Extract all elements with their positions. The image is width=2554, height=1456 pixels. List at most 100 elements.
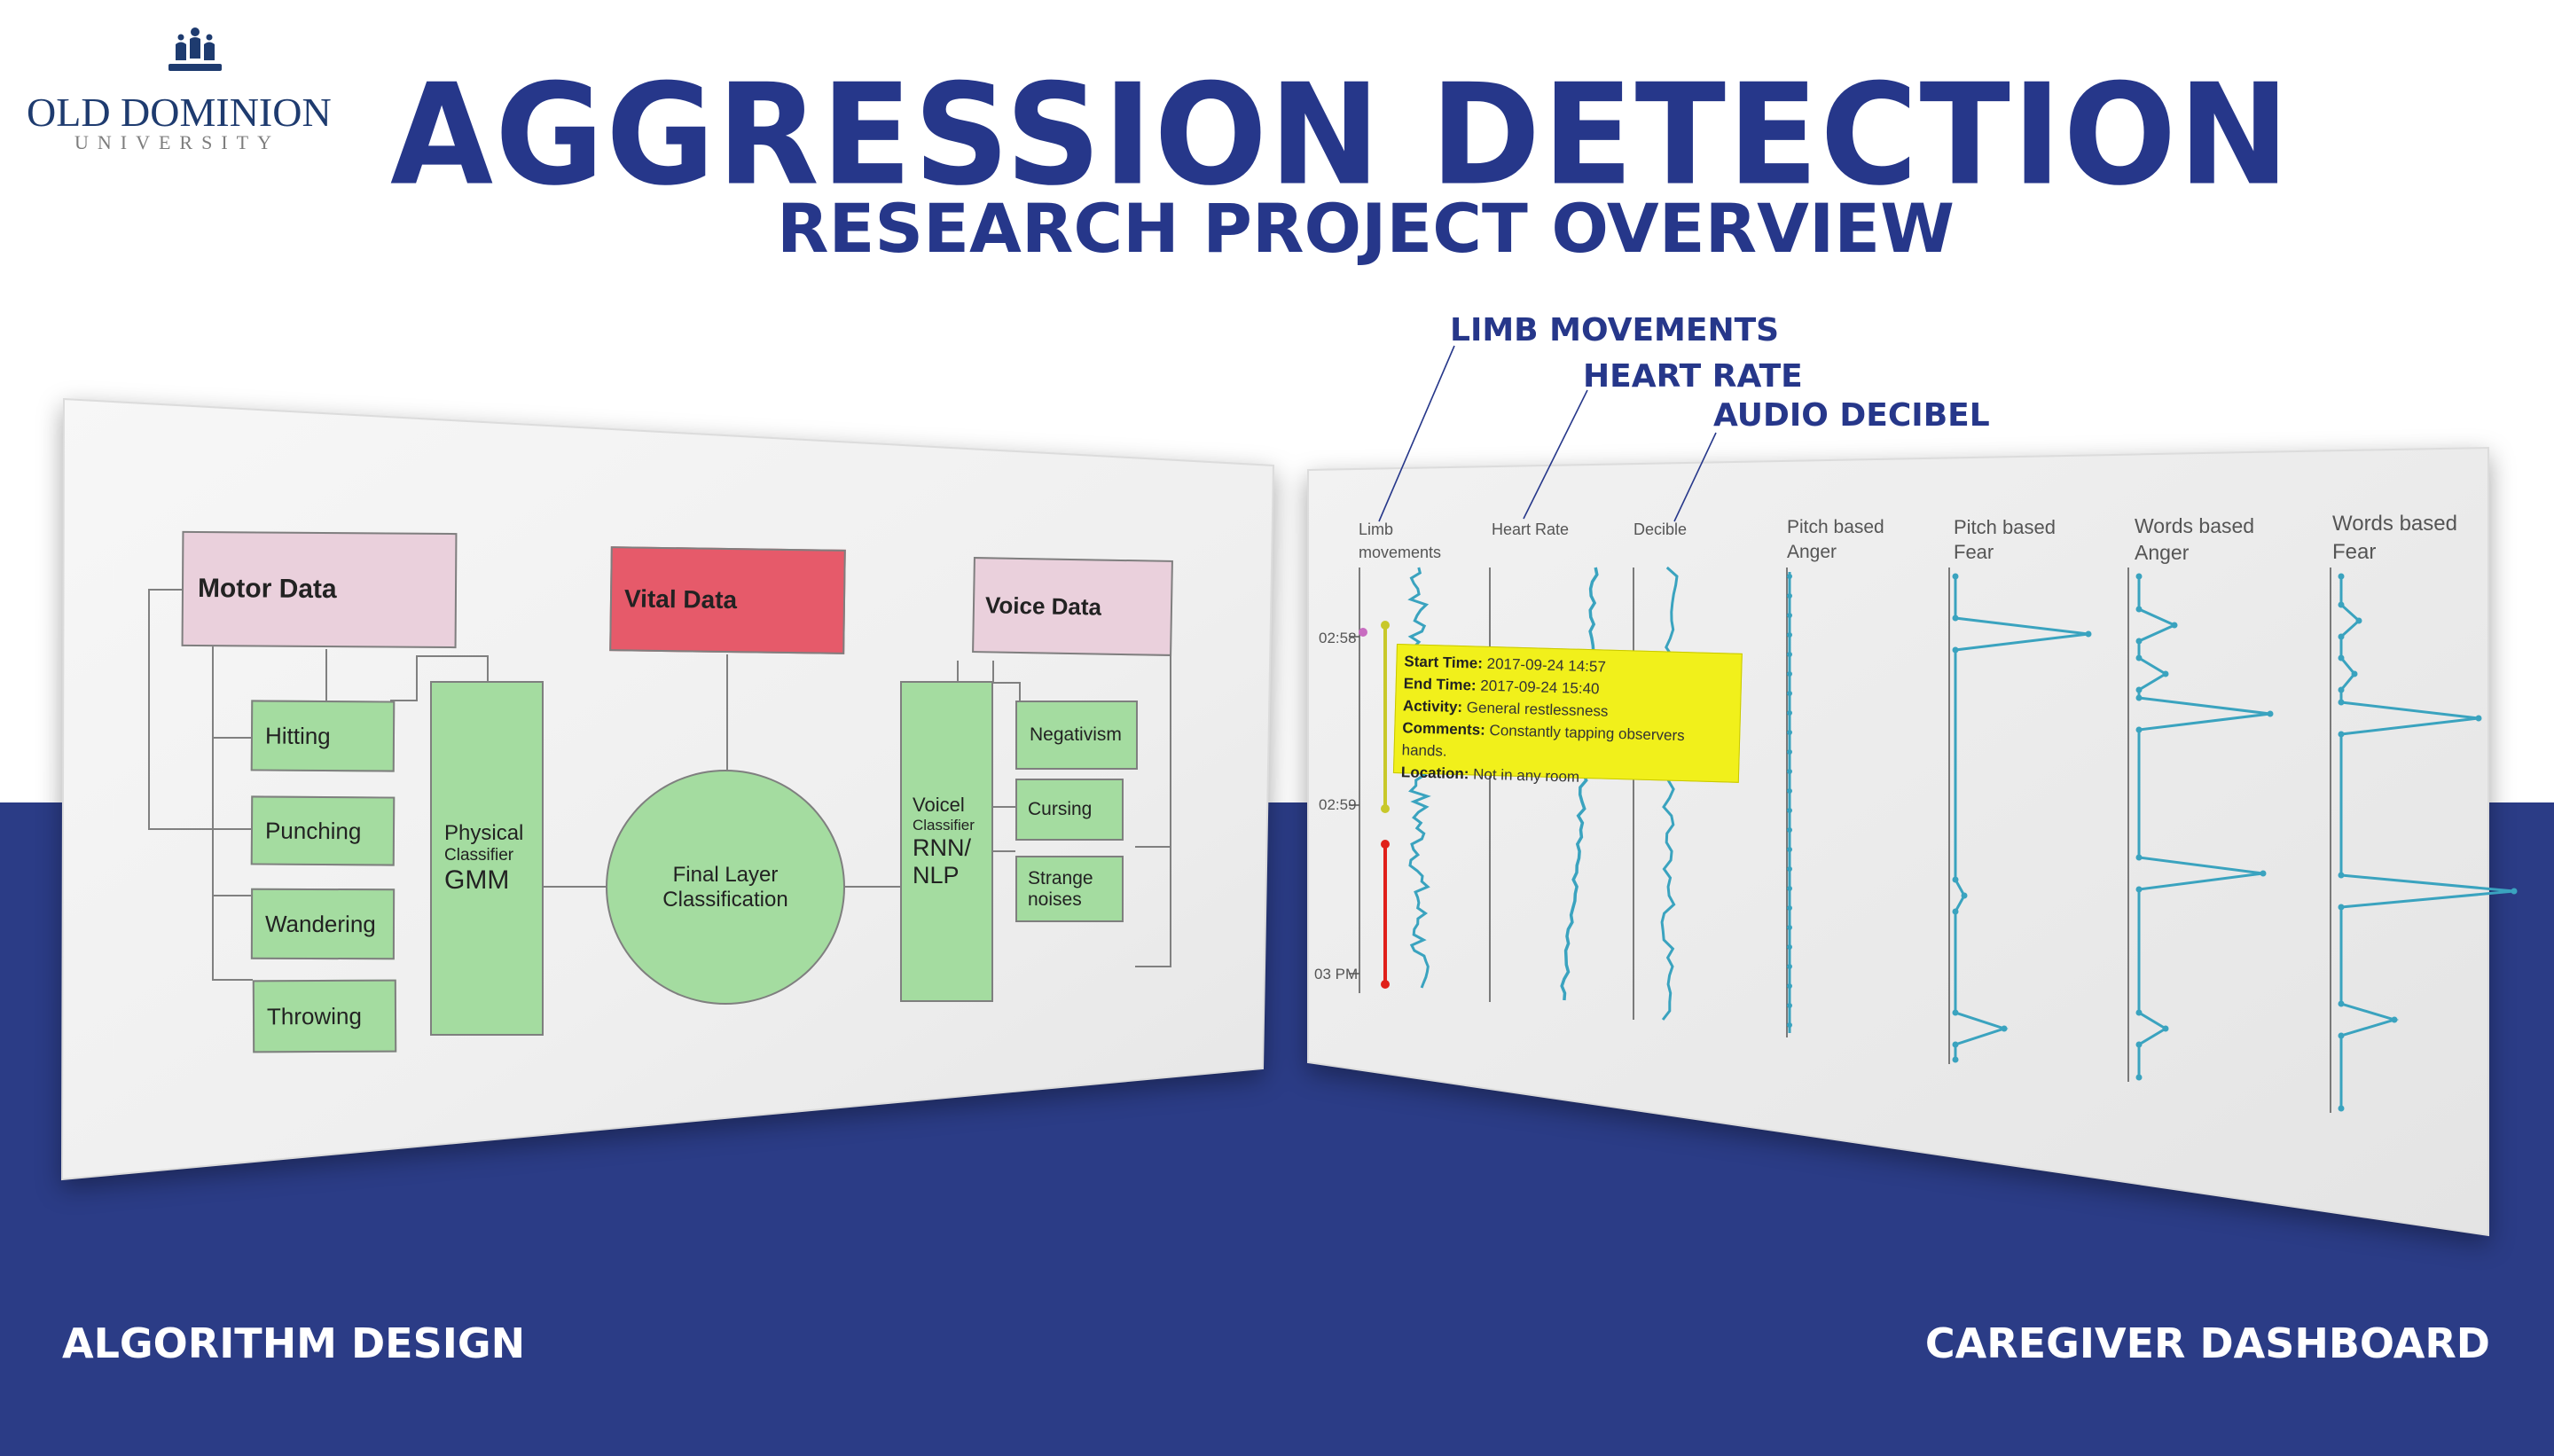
page-title: AGGRESSION DETECTION — [390, 54, 2292, 217]
words-anger-trace-point — [2260, 870, 2267, 877]
pitch-anger-point — [1787, 710, 1792, 716]
pitch-fear-trace-point — [2085, 630, 2092, 638]
words-anger-trace-point — [2135, 854, 2143, 861]
words-fear-trace-point — [2338, 573, 2345, 580]
algorithm-design-label: ALGORITHM DESIGN — [62, 1319, 526, 1367]
page-subtitle: RESEARCH PROJECT OVERVIEW — [776, 189, 1955, 268]
pitch-anger-point — [1787, 944, 1792, 950]
event-tooltip: Start Time: 2017-09-24 14:57 End Time: 2… — [1392, 644, 1743, 786]
pitch-anger-point — [1787, 886, 1792, 891]
words-fear-trace-point — [2338, 654, 2345, 661]
pitch-fear-trace-point — [1952, 646, 1959, 654]
voicel-label: Voicel — [913, 794, 965, 816]
crown-icon — [168, 27, 222, 71]
university-logo: OLD DOMINION UNIVERSITY — [27, 27, 332, 160]
cursing-node: Cursing — [1015, 779, 1124, 841]
event-red-start — [1381, 840, 1390, 849]
words-anger-trace-point — [2135, 573, 2143, 580]
logo-subtitle: UNIVERSITY — [74, 131, 280, 153]
pitch-fear-trace-point — [1952, 573, 1959, 580]
words-anger-trace-point — [2135, 638, 2143, 645]
voice-classifier-node: Voicel Classifier RNN/ NLP — [900, 681, 993, 1002]
tooltip-location-value: Not in any room — [1472, 765, 1580, 786]
pitch-anger-point — [1787, 788, 1792, 794]
event-yellow-end — [1381, 804, 1390, 813]
pitch-fear-trace-point — [1952, 1009, 1959, 1016]
event-pink-marker — [1359, 628, 1367, 637]
tooltip-activity-label: Activity: — [1402, 697, 1463, 716]
pitch-anger-point — [1787, 574, 1792, 579]
words-anger-trace — [2137, 576, 2271, 1077]
pitch-fear-trace-point — [1961, 892, 1968, 899]
pitch-anger-point — [1787, 613, 1792, 618]
tooltip-end-label: End Time: — [1403, 675, 1477, 694]
pitch-anger-point — [1787, 866, 1792, 872]
pitch-fear-trace-point — [1952, 614, 1959, 622]
col-pitch-anger-label-1: Pitch based — [1787, 517, 1884, 537]
words-fear-trace-point — [2391, 1016, 2398, 1023]
words-anger-trace-point — [2162, 1025, 2169, 1032]
words-fear-trace-point — [2338, 633, 2345, 640]
pitch-anger-point — [1787, 1003, 1792, 1008]
words-fear-trace-point — [2475, 715, 2482, 722]
words-fear-trace-point — [2338, 1000, 2345, 1007]
tooltip-comments-label: Comments: — [1402, 719, 1486, 739]
words-fear-trace-point — [2338, 686, 2345, 693]
words-fear-trace-point — [2338, 1105, 2345, 1112]
col-pitch-fear-label-2: Fear — [1954, 541, 1994, 563]
words-fear-trace-point — [2338, 601, 2345, 608]
col-limb-label-2: movements — [1359, 544, 1442, 561]
col-words-anger-label-1: Words based — [2135, 514, 2255, 537]
pitch-fear-trace-point — [1952, 876, 1959, 883]
event-yellow-start — [1381, 621, 1390, 630]
limb-movement-trace — [1407, 567, 1432, 989]
caregiver-dashboard-label: CAREGIVER DASHBOARD — [1924, 1319, 2490, 1367]
tooltip-start-label: Start Time: — [1404, 653, 1484, 672]
audio-decibel-annotation: AUDIO DECIBEL — [1713, 397, 1990, 434]
words-fear-trace-point — [2338, 1032, 2345, 1039]
pitch-anger-point — [1787, 983, 1792, 989]
pitch-anger-point — [1787, 808, 1792, 813]
physical-classifier-node: Physical Classifier GMM — [430, 681, 544, 1036]
words-fear-trace-point — [2338, 731, 2345, 738]
pitch-fear-trace-point — [1952, 1056, 1959, 1063]
pitch-anger-point — [1787, 1022, 1792, 1028]
heart-rate-annotation: HEART RATE — [1583, 358, 1803, 395]
col-words-anger-label-2: Anger — [2135, 541, 2190, 564]
logo-name: OLD DOMINION — [27, 90, 332, 135]
words-anger-trace-point — [2162, 670, 2169, 677]
negativism-node: Negativism — [1015, 701, 1138, 770]
col-pitch-anger-label-2: Anger — [1787, 542, 1837, 562]
tooltip-start-value: 2017-09-24 14:57 — [1486, 654, 1607, 676]
col-decible-label: Decible — [1633, 521, 1688, 538]
words-anger-trace-point — [2135, 1041, 2143, 1048]
event-red-end — [1381, 980, 1390, 989]
strange-noises-node: Strange noises — [1015, 856, 1124, 922]
words-anger-trace-point — [2135, 686, 2143, 693]
pitch-fear-trace-point — [2001, 1025, 2008, 1032]
words-fear-trace-point — [2338, 699, 2345, 706]
words-anger-trace-point — [2135, 886, 2143, 893]
pitch-anger-point — [1787, 905, 1792, 911]
words-anger-trace-point — [2171, 622, 2178, 629]
pitch-anger-point — [1787, 691, 1792, 696]
tooltip-location-label: Location: — [1400, 763, 1469, 783]
pitch-anger-point — [1787, 749, 1792, 755]
col-limb-label-1: Limb — [1359, 521, 1394, 538]
pitch-anger-point — [1787, 769, 1792, 774]
words-anger-trace-point — [2135, 694, 2143, 701]
strange-label: Strange — [1028, 867, 1093, 888]
final-classification-label: Classification — [662, 887, 788, 912]
words-anger-trace-point — [2135, 1074, 2143, 1081]
limb-movements-annotation: LIMB MOVEMENTS — [1450, 312, 1780, 348]
time-tick-03pm: 03 PM — [1314, 966, 1359, 982]
physical-label: Physical — [444, 821, 524, 845]
col-heart-rate-label: Heart Rate — [1492, 521, 1570, 538]
pitch-fear-trace — [1954, 576, 2089, 1060]
words-fear-trace-point — [2355, 617, 2362, 624]
words-fear-trace — [2339, 576, 2515, 1108]
heart-rate-trace — [1560, 567, 1599, 1001]
words-anger-trace-point — [2135, 726, 2143, 733]
